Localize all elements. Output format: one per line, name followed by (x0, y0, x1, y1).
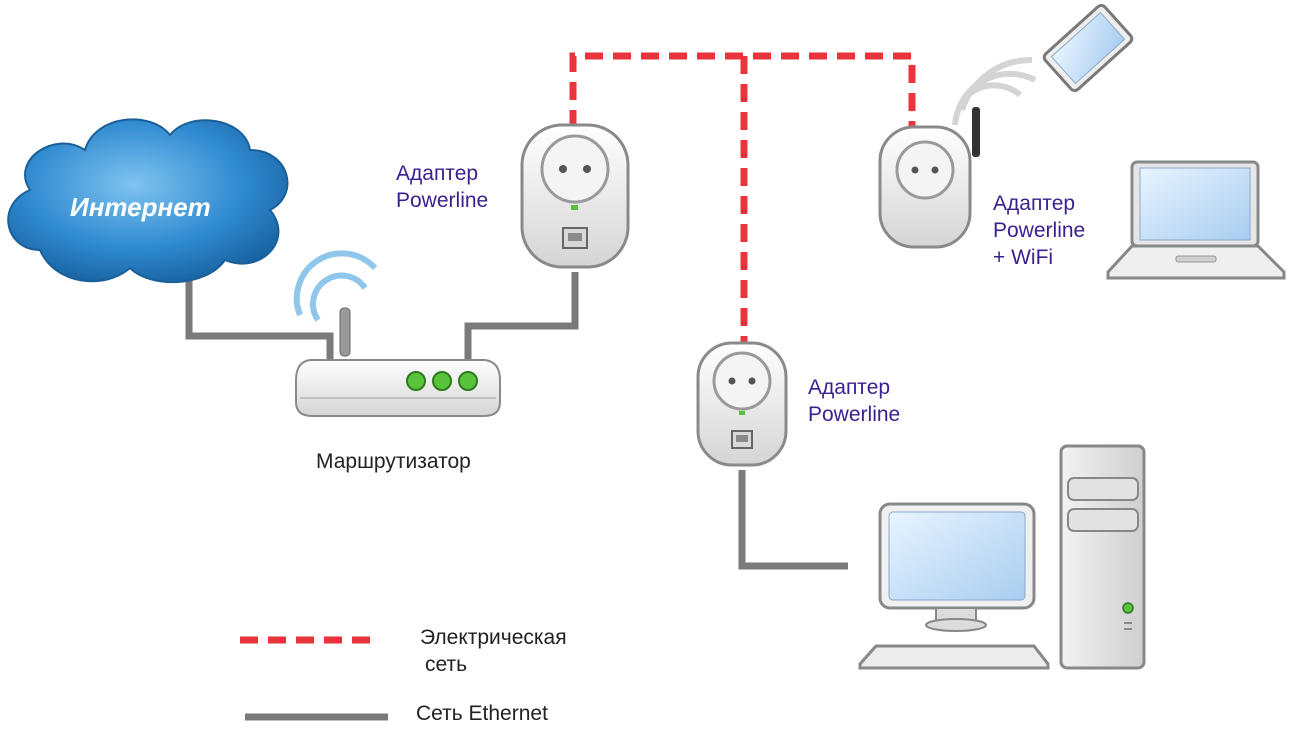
adapter-wifi-label: Адаптер Powerline + WiFi (993, 190, 1085, 271)
legend-electric-label-line1: Электрическая (420, 626, 567, 649)
adapter-wifi-label-line3: + WiFi (993, 246, 1054, 269)
wifi-adapter-icon (878, 107, 980, 249)
legend-electric-label: Электрическая сеть (420, 624, 567, 678)
router-wifi-waves-icon (293, 250, 378, 322)
ethernet-links (185, 270, 848, 570)
legend-ethernet-label: Сеть Ethernet (416, 702, 548, 725)
adapter-top-label: Адаптер Powerline (396, 160, 488, 214)
powerline-adapter-icon (520, 123, 630, 269)
adapter-wifi-waves-icon (952, 56, 1037, 126)
desktop-pc-icon (858, 444, 1146, 670)
link-adapter-pc (738, 470, 848, 570)
cloud-label: Интернет (70, 192, 211, 222)
router-icon (295, 307, 501, 417)
router-label: Маршрутизатор (316, 450, 471, 473)
adapter-wifi-label-line2: Powerline (993, 219, 1086, 242)
adapter-wifi-label-line1: Адаптер (993, 192, 1076, 215)
tablet-icon (1042, 3, 1134, 93)
link-cloud-router (185, 270, 334, 360)
adapter-mid-label-line1: Адаптер (808, 376, 891, 399)
electric-links (569, 52, 916, 345)
laptop-icon (1106, 160, 1286, 280)
legend-electric-label-line2: сеть (425, 653, 468, 676)
adapter-mid-label: Адаптер Powerline (808, 374, 900, 428)
adapter-top-label-line2: Powerline (396, 189, 489, 212)
legend (240, 636, 388, 721)
adapter-mid-label-line2: Powerline (808, 403, 901, 426)
adapter-top-label-line1: Адаптер (396, 162, 479, 185)
cloud-icon (7, 118, 289, 284)
link-router-adapter (464, 272, 579, 360)
powerline-adapter-icon (696, 341, 788, 467)
